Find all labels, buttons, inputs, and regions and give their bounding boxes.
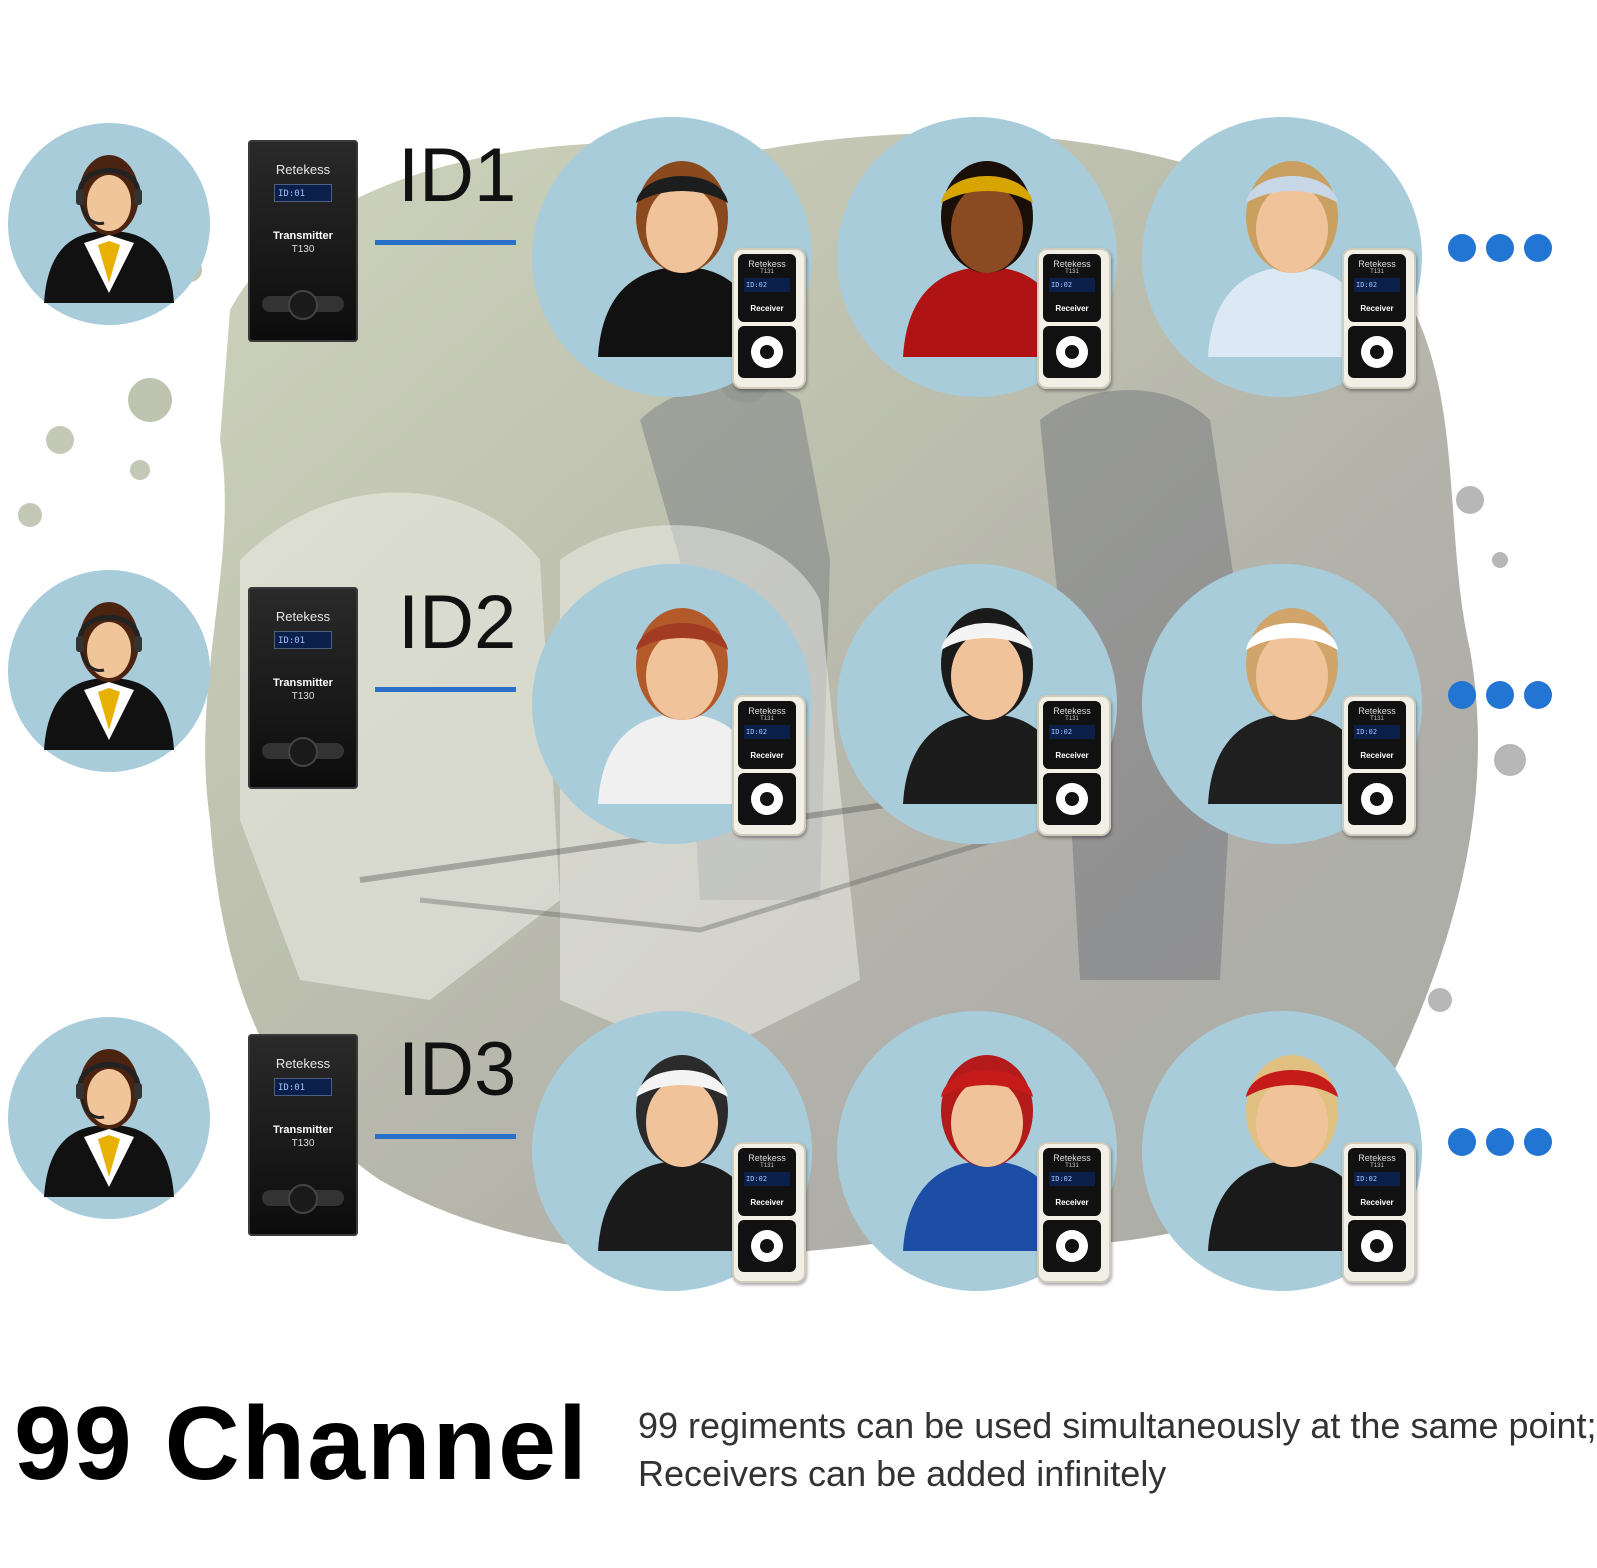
receiver-screen: ID:02 bbox=[744, 278, 790, 292]
receiver-screen: ID:02 bbox=[1354, 1172, 1400, 1186]
transmitter-model: T130 bbox=[291, 244, 315, 255]
description-line-2: Receivers can be added infinitely bbox=[638, 1453, 1167, 1494]
receiver-brand: Retekess bbox=[1053, 706, 1091, 716]
receiver-label: Receiver bbox=[1360, 1198, 1394, 1207]
receiver-model: T131 bbox=[1065, 716, 1079, 722]
receiver-brand: Retekess bbox=[1358, 259, 1396, 269]
receiver-screen: ID:02 bbox=[1049, 1172, 1095, 1186]
channel-link-line bbox=[375, 240, 516, 245]
receiver-screen: ID:02 bbox=[744, 725, 790, 739]
receiver-model: T131 bbox=[760, 1163, 774, 1169]
transmitter-center-button bbox=[290, 739, 316, 765]
receiver-model: T131 bbox=[1065, 1163, 1079, 1169]
transmitter-name: Transmitter bbox=[273, 1124, 333, 1136]
receiver-brand: Retekess bbox=[1053, 259, 1091, 269]
receiver-model: T131 bbox=[1370, 269, 1384, 275]
receiver-label: Receiver bbox=[750, 304, 784, 313]
channel-link-line bbox=[375, 1134, 516, 1139]
transmitter-name: Transmitter bbox=[273, 677, 333, 689]
receiver-label: Receiver bbox=[1055, 1198, 1089, 1207]
tour-guide-avatar bbox=[8, 1017, 210, 1219]
receiver-brand: Retekess bbox=[1358, 1153, 1396, 1163]
receiver-label: Receiver bbox=[1055, 751, 1089, 760]
transmitter-center-button bbox=[290, 292, 316, 318]
tour-guide-avatar bbox=[8, 123, 210, 325]
listener-avatar bbox=[837, 564, 1117, 844]
receiver-label: Receiver bbox=[1360, 304, 1394, 313]
receiver-brand: Retekess bbox=[1358, 706, 1396, 716]
receiver-model: T131 bbox=[1065, 269, 1079, 275]
ellipsis-icon bbox=[1448, 1128, 1552, 1156]
receiver-model: T131 bbox=[760, 269, 774, 275]
transmitter-brand: Retekess bbox=[275, 609, 331, 624]
transmitter-model: T130 bbox=[291, 691, 315, 702]
receiver-brand: Retekess bbox=[1053, 1153, 1091, 1163]
receiver-label: Receiver bbox=[1055, 304, 1089, 313]
transmitter-name: Transmitter bbox=[273, 230, 333, 242]
transmitter-screen: ID:01 bbox=[274, 631, 332, 649]
receiver-brand: Retekess bbox=[748, 259, 786, 269]
channel-link-line bbox=[375, 687, 516, 692]
channel-id-label: ID1 bbox=[398, 133, 517, 218]
transmitter-screen: ID:01 bbox=[274, 184, 332, 202]
receiver-screen: ID:02 bbox=[1354, 725, 1400, 739]
receiver-model: T131 bbox=[760, 716, 774, 722]
ellipsis-icon bbox=[1448, 681, 1552, 709]
listener-avatar bbox=[837, 1011, 1117, 1291]
channel-id-label: ID3 bbox=[398, 1027, 517, 1112]
receiver-label: Receiver bbox=[1360, 751, 1394, 760]
receiver-label: Receiver bbox=[750, 751, 784, 760]
transmitter-brand: Retekess bbox=[275, 1056, 331, 1071]
transmitter-brand: Retekess bbox=[275, 162, 331, 177]
receiver-model: T131 bbox=[1370, 716, 1384, 722]
listener-avatar bbox=[1142, 117, 1422, 397]
receiver-screen: ID:02 bbox=[1049, 725, 1095, 739]
description-line-1: 99 regiments can be used simultaneously … bbox=[638, 1405, 1597, 1446]
ellipsis-icon bbox=[1448, 234, 1552, 262]
receiver-screen: ID:02 bbox=[744, 1172, 790, 1186]
channel-id-label: ID2 bbox=[398, 580, 517, 665]
transmitter-center-button bbox=[290, 1186, 316, 1212]
receiver-model: T131 bbox=[1370, 1163, 1384, 1169]
receiver-screen: ID:02 bbox=[1049, 278, 1095, 292]
transmitter-screen: ID:01 bbox=[274, 1078, 332, 1096]
receiver-brand: Retekess bbox=[748, 1153, 786, 1163]
headline-99-channel: 99 Channel bbox=[14, 1386, 589, 1502]
receiver-brand: Retekess bbox=[748, 706, 786, 716]
transmitter-model: T130 bbox=[291, 1138, 315, 1149]
receiver-label: Receiver bbox=[750, 1198, 784, 1207]
tour-guide-avatar bbox=[8, 570, 210, 772]
receiver-screen: ID:02 bbox=[1354, 278, 1400, 292]
